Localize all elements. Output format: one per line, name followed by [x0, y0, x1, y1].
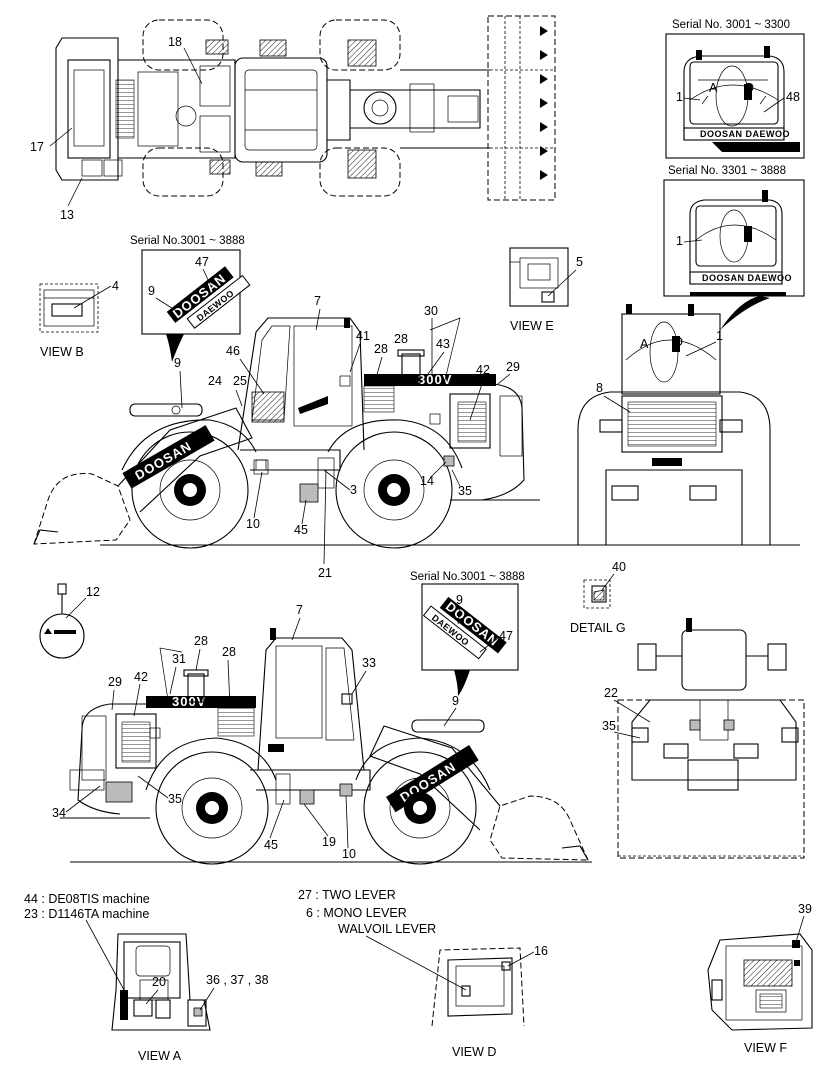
- callout-20: 20: [152, 975, 166, 989]
- callout-3: 3: [350, 483, 357, 497]
- callout-42-lower: 42: [134, 670, 148, 684]
- front-view-upper: [577, 304, 771, 546]
- callout-8: 8: [596, 381, 603, 395]
- callout-35-upper: 35: [458, 484, 472, 498]
- callout-24: 24: [208, 374, 222, 388]
- callout-12: 12: [86, 585, 100, 599]
- note-walvoil-lever: WALVOIL LEVER: [338, 922, 436, 936]
- callout-29-upper: 29: [506, 360, 520, 374]
- note-two-lever: 27 : TWO LEVER: [298, 888, 396, 902]
- callout-29-lower: 29: [108, 675, 122, 689]
- callout-10-lower: 10: [342, 847, 356, 861]
- view-b-panel: [39, 283, 99, 333]
- callout-36-37-38: 36 , 37 , 38: [206, 973, 269, 987]
- callout-47-middle: 47: [499, 629, 513, 643]
- letter-d-2: D: [674, 335, 683, 349]
- callout-35-lower: 35: [168, 792, 182, 806]
- callout-16: 16: [534, 944, 548, 958]
- caption-detail-g: DETAIL G: [570, 621, 626, 635]
- letter-d-1: D: [745, 81, 754, 95]
- callout-43: 43: [436, 337, 450, 351]
- callout-30: 30: [424, 304, 438, 318]
- top-view-machine: [49, 15, 556, 207]
- callout-28-lower-a: 28: [194, 634, 208, 648]
- callout-4: 4: [112, 279, 119, 293]
- rear-view-lower: [617, 618, 805, 859]
- callout-42-upper: 42: [476, 363, 490, 377]
- view-a-panel: [111, 933, 211, 1031]
- callout-48: 48: [786, 90, 800, 104]
- callout-19: 19: [322, 835, 336, 849]
- serial-label-decal-middle: Serial No.3001 ~ 3888: [410, 571, 525, 583]
- callout-41: 41: [356, 329, 370, 343]
- plate-text-2: DOOSAN DAEWOO: [702, 273, 792, 283]
- inset-rear-view-2: DOOSAN DAEWOO: [663, 179, 805, 330]
- callout-1-front: 1: [716, 329, 723, 343]
- inset-rear-view-1: DOOSAN DAEWOO: [665, 33, 805, 159]
- callout-18: 18: [168, 35, 182, 49]
- view-f-panel: [707, 933, 813, 1031]
- side-view-lower: DOOSAN 300V: [60, 628, 592, 865]
- callout-39: 39: [798, 902, 812, 916]
- callout-45-upper: 45: [294, 523, 308, 537]
- plate-text-1: DOOSAN DAEWOO: [700, 129, 790, 139]
- serial-label-decal-upper: Serial No.3001 ~ 3888: [130, 235, 245, 247]
- callout-9-arm-upper: 9: [174, 356, 181, 370]
- callout-22: 22: [604, 686, 618, 700]
- caption-view-a: VIEW A: [138, 1049, 182, 1063]
- view-e-panel: [509, 247, 569, 307]
- callout-9-upper: 9: [148, 284, 155, 298]
- callout-31: 31: [172, 652, 186, 666]
- callout-28-upper-b: 28: [374, 342, 388, 356]
- callout-47-upper: 47: [195, 255, 209, 269]
- callout-40: 40: [612, 560, 626, 574]
- callout-17: 17: [30, 140, 44, 154]
- letter-a-1: A: [709, 81, 718, 95]
- serial-label-top-1: Serial No. 3001 ~ 3300: [672, 19, 790, 31]
- caption-view-d: VIEW D: [452, 1045, 496, 1059]
- note-de08tis: 44 : DE08TIS machine: [24, 892, 150, 906]
- callout-7-lower: 7: [296, 603, 303, 617]
- callout-1-inset1: 1: [676, 90, 683, 104]
- caption-view-e: VIEW E: [510, 319, 554, 333]
- callout-46: 46: [226, 344, 240, 358]
- callout-9-arm-lower: 9: [452, 694, 459, 708]
- callout-25: 25: [233, 374, 247, 388]
- detail-g-panel: [583, 579, 611, 609]
- callout-7-upper: 7: [314, 294, 321, 308]
- letter-a-2: A: [640, 337, 649, 351]
- hood-model-upper: 300V: [418, 372, 452, 387]
- callout-45-lower: 45: [264, 838, 278, 852]
- callout-21: 21: [318, 566, 332, 580]
- callout-1-inset2: 1: [676, 234, 683, 248]
- warning-decal-12: [39, 583, 85, 659]
- caption-view-f: VIEW F: [744, 1041, 787, 1055]
- callout-34: 34: [52, 806, 66, 820]
- note-mono-lever: 6 : MONO LEVER: [306, 906, 407, 920]
- callout-13: 13: [60, 208, 74, 222]
- caption-view-b: VIEW B: [40, 345, 84, 359]
- view-d-panel: [431, 947, 525, 1027]
- callout-5: 5: [576, 255, 583, 269]
- callout-28-upper-a: 28: [394, 332, 408, 346]
- callout-10-upper: 10: [246, 517, 260, 531]
- callout-33: 33: [362, 656, 376, 670]
- callout-35-rear: 35: [602, 719, 616, 733]
- note-d1146ta: 23 : D1146TA machine: [24, 907, 149, 921]
- callout-9-middle-inset: 9: [456, 593, 463, 607]
- callout-28-lower-b: 28: [222, 645, 236, 659]
- serial-label-top-2: Serial No. 3301 ~ 3888: [668, 165, 786, 177]
